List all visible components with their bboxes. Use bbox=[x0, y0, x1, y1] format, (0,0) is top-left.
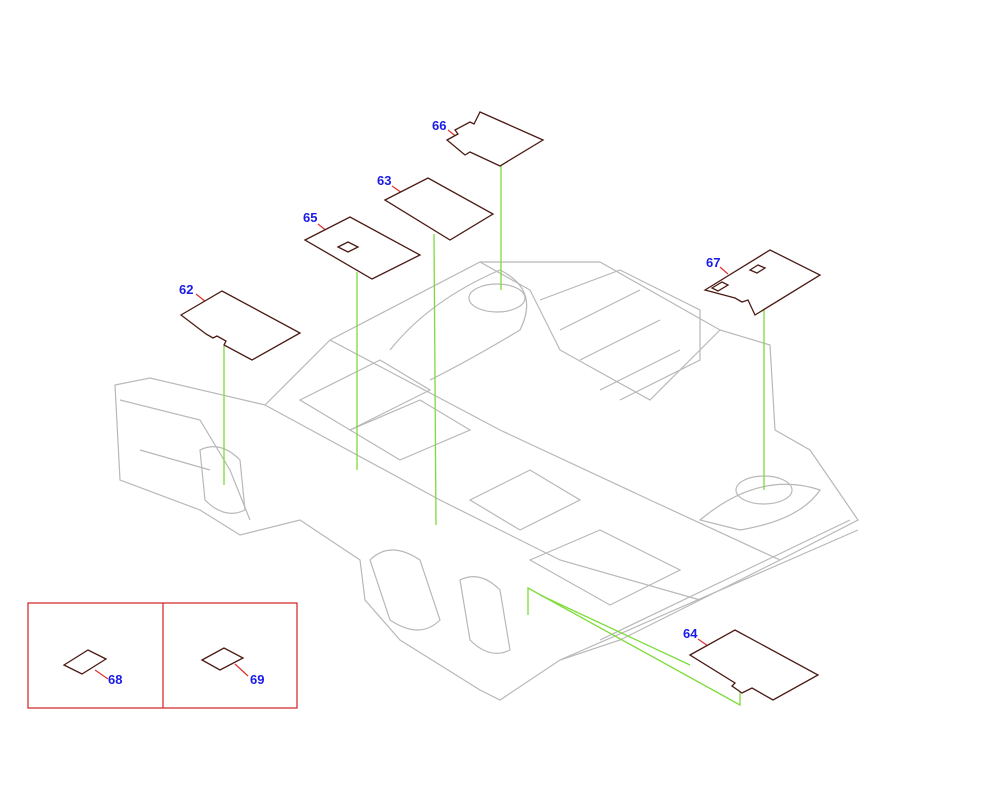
part-66-pad[interactable] bbox=[445, 111, 545, 167]
guide-line-64b bbox=[539, 594, 691, 666]
part-65-pad[interactable] bbox=[303, 216, 422, 280]
part-62-pad[interactable] bbox=[179, 290, 302, 361]
callout-65[interactable]: 65 bbox=[303, 210, 318, 225]
guide-line-64 bbox=[527, 586, 741, 707]
part-68-pad[interactable] bbox=[62, 649, 108, 675]
callout-63[interactable]: 63 bbox=[377, 173, 392, 188]
callout-64[interactable]: 64 bbox=[683, 626, 698, 641]
part-67-pad[interactable] bbox=[703, 249, 822, 316]
callout-69[interactable]: 69 bbox=[250, 672, 265, 687]
callout-67[interactable]: 67 bbox=[706, 255, 721, 270]
callout-66[interactable]: 66 bbox=[432, 118, 447, 133]
callout-68[interactable]: 68 bbox=[108, 672, 123, 687]
guide-line-63 bbox=[433, 233, 437, 526]
floor-pan-assembly bbox=[114, 261, 859, 701]
part-64-pad[interactable] bbox=[688, 629, 820, 701]
guide-lines bbox=[223, 163, 765, 707]
callout-62[interactable]: 62 bbox=[179, 282, 194, 297]
part-69-pad[interactable] bbox=[200, 647, 245, 671]
inset-frame bbox=[27, 602, 298, 709]
part-63-pad[interactable] bbox=[383, 177, 495, 241]
